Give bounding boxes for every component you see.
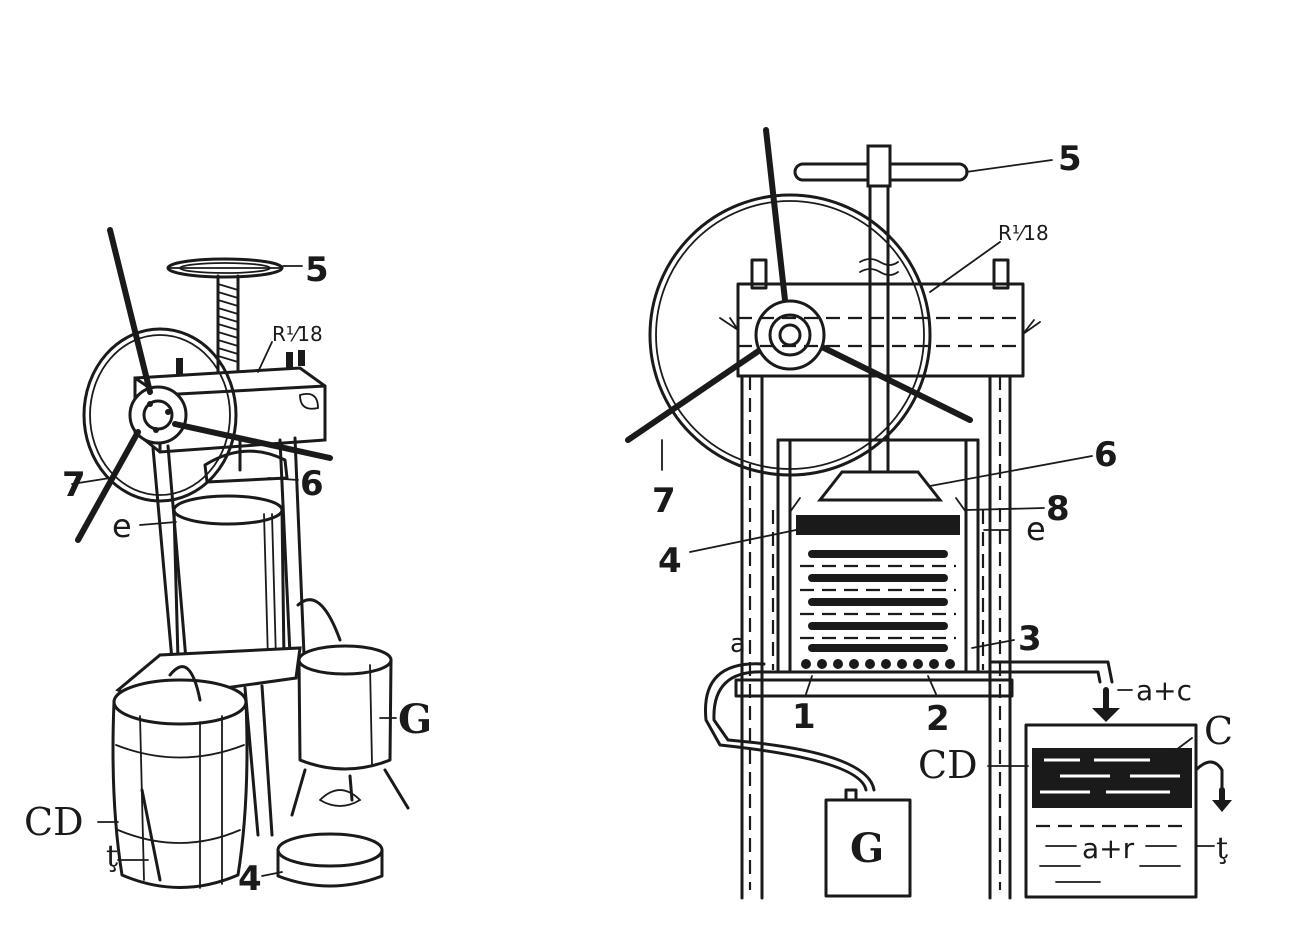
label-ar-right: a+r [1082,832,1135,865]
label-cd-right: CD [918,743,978,787]
leader-1-right [805,675,813,695]
gas-hose-outer [712,670,876,792]
leader-e-left [139,521,177,526]
oil-streaks [1040,758,1180,794]
gas-tank-left [290,598,410,817]
press-table [734,660,1114,698]
label-g-right: G [850,825,884,872]
label-8-right: 8 [1046,489,1070,529]
leader-4-right [689,529,797,553]
side-handwheel [75,227,333,543]
label-7-right: 7 [652,481,676,521]
leader-7-left [71,477,111,485]
label-6-right: 6 [1094,435,1118,475]
big-handwheel [625,127,973,477]
leader-4-left [261,871,283,877]
leader-6-right [929,455,1093,487]
right-press-section: 5 R¹⁄18 6 7 8 e 4 3 a 1 2 a+c C CD a+r ţ… [625,127,1233,900]
label-2-right: 2 [926,699,950,739]
flow-arrow [1092,687,1120,722]
collecting-tank-right [1024,723,1232,899]
leader-r-right [929,241,1001,293]
leader-6-left [267,477,299,481]
screw-spindle [216,274,240,374]
label-t-right: ţ [1216,831,1228,866]
label-3-right: 3 [1018,619,1042,659]
label-5-right: 5 [1058,139,1082,179]
label-1-right: 1 [792,697,816,737]
label-4-left: 4 [238,859,262,899]
crosshead-beam [719,258,1041,378]
label-e-left: e [112,507,132,545]
left-press-illustration: 5 R¹⁄18 7 6 e G CD ţ 4 [24,227,432,899]
press-cylinder [172,494,286,670]
leader-c-right [1175,737,1193,751]
leader-3-right [971,639,1015,649]
label-r-right: R¹⁄18 [998,221,1049,245]
label-4-right: 4 [658,541,682,581]
filter-disc [276,832,384,888]
gas-hose [703,662,868,792]
press-frame [151,436,306,662]
label-r-left: R¹⁄18 [272,322,323,346]
collecting-drum-left [111,665,249,889]
leader-5-right [965,159,1053,173]
leader-8-right [965,507,1045,511]
leader-r-left [257,341,273,373]
t-handle [793,144,969,442]
label-e-right: e [1026,510,1046,548]
label-7-left: 7 [62,465,86,505]
perforated-base [801,659,955,669]
label-ac-right: a+c [1136,674,1192,707]
label-g-left: G [398,696,432,743]
press-cylinder-section [762,438,992,674]
top-handwheel [166,257,284,279]
label-t-left: ţ [106,839,118,874]
label-c-right: C [1204,709,1233,753]
label-cd-left: CD [24,800,84,844]
label-6-left: 6 [300,464,324,504]
label-a-right: a [730,629,746,659]
gas-container-right [824,788,912,898]
filter-layers [800,550,956,652]
frame-columns [740,374,1012,900]
label-5-left: 5 [305,250,329,290]
leader-2-right [927,675,937,695]
